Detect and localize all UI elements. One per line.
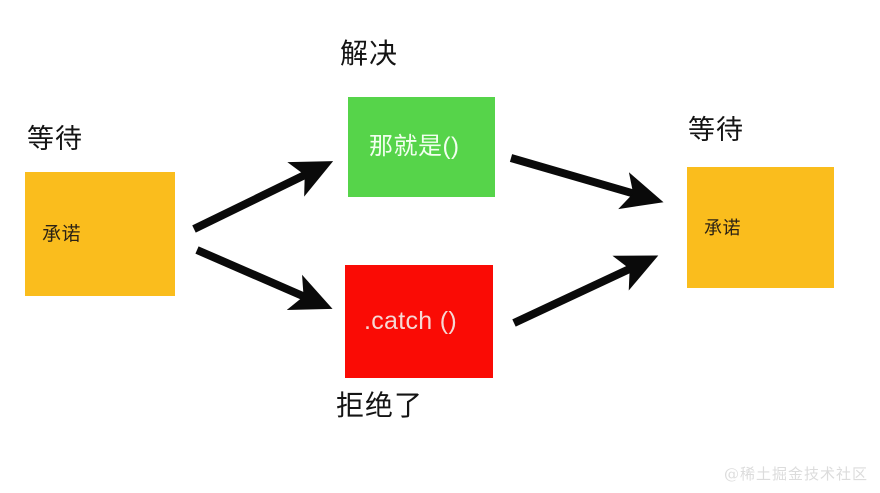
caption-rejected: 拒绝了 [336, 390, 424, 421]
arrow-pending-to-catch [195, 246, 333, 310]
node-pending-right[interactable]: 承诺 [687, 167, 834, 288]
node-pending-left[interactable]: 承诺 [25, 172, 175, 296]
node-then[interactable]: 那就是() [348, 97, 495, 197]
caption-resolved: 解决 [340, 38, 399, 69]
arrow-pending-to-then [192, 161, 334, 233]
node-catch[interactable]: .catch () [345, 265, 493, 378]
caption-pending-right: 等待 [688, 115, 744, 145]
node-then-label: 那就是() [369, 133, 460, 160]
node-pending-right-label: 承诺 [704, 217, 741, 238]
watermark: @稀土掘金技术社区 [723, 465, 868, 483]
arrow-then-to-pending [509, 154, 664, 210]
node-pending-left-label: 承诺 [42, 223, 82, 245]
caption-pending-left: 等待 [27, 124, 83, 154]
node-catch-label: .catch () [364, 307, 457, 335]
arrow-catch-to-pending [512, 255, 659, 327]
